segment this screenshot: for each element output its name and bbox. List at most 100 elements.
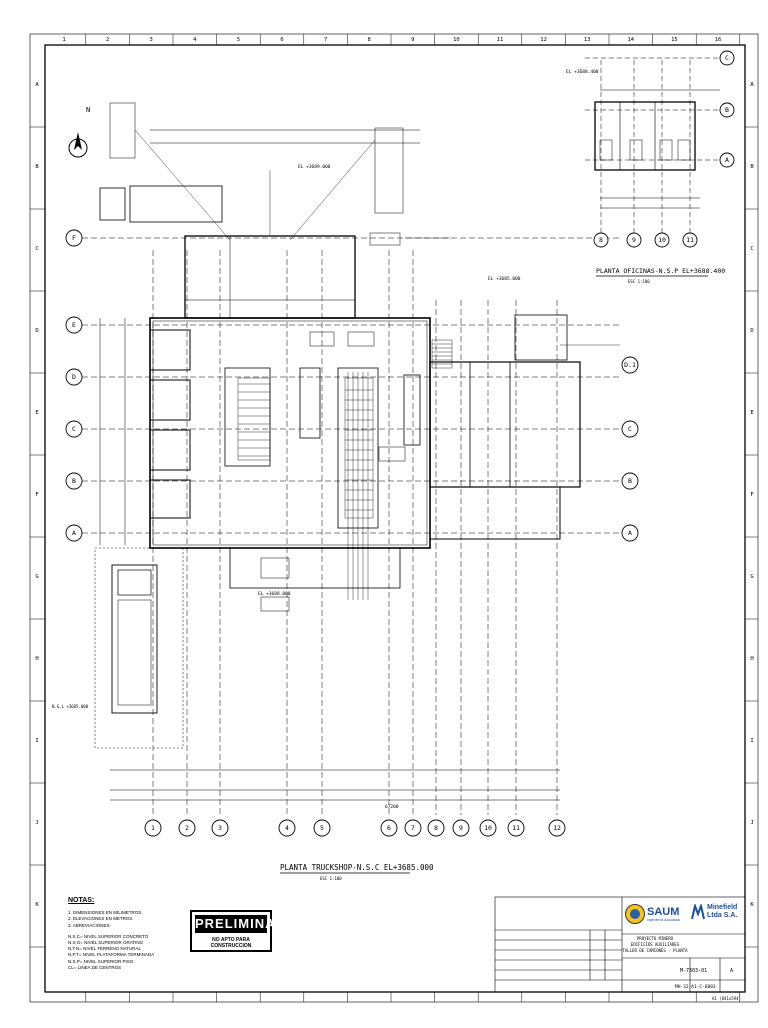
row-label: H [750, 656, 753, 662]
svg-text:C: C [628, 425, 632, 433]
column-label: 12 [540, 37, 547, 43]
svg-text:D.1: D.1 [624, 361, 636, 369]
row-label: D [35, 328, 38, 334]
svg-text:11: 11 [686, 236, 694, 244]
tb-revision: A [730, 968, 733, 974]
tb-subject-2: TALLER DE CAMIONES - PLANTA [622, 948, 688, 953]
grid-bubble-A: A [65, 524, 83, 542]
svg-text:10: 10 [658, 236, 666, 244]
grid-bubble-F: F [65, 229, 83, 247]
column-label: 15 [671, 37, 678, 43]
svg-text:10: 10 [484, 824, 492, 832]
column-label: 6 [280, 37, 283, 43]
tb-subject-1: EDIFICIOS AUXILIARES [631, 942, 680, 947]
column-label: 2 [106, 37, 109, 43]
saum-logo-icon [625, 904, 645, 924]
svg-text:B: B [72, 477, 76, 485]
grid-bubble-7: 7 [404, 819, 422, 837]
svg-text:8: 8 [599, 236, 603, 244]
row-label: E [750, 410, 753, 416]
svg-text:B: B [628, 477, 632, 485]
row-label: A [750, 82, 754, 88]
svg-text:7: 7 [411, 824, 415, 832]
office-bubble-right-A: A [719, 152, 735, 168]
svg-text:6: 6 [387, 824, 391, 832]
office-bubble-10: 10 [654, 232, 670, 248]
grid-bubble-2: 2 [178, 819, 196, 837]
ngl-level-label: N.G.L +3685.000 [52, 704, 89, 709]
column-label: 14 [627, 37, 634, 43]
row-label: B [750, 164, 754, 170]
main-plan-title: PLANTA TRUCKSHOP-N.S.C EL+3685.000 [280, 863, 434, 872]
svg-text:5: 5 [320, 824, 324, 832]
note-line: 2. ELEVACIONES EN METROS. [68, 916, 134, 922]
office-plan-scale: ESC 1:100 [628, 279, 650, 284]
column-label: 7 [324, 37, 327, 43]
grid-bubble-right-D.1: D.1 [621, 356, 639, 374]
row-label: D [750, 328, 753, 334]
saum-name: SAUM [647, 906, 680, 918]
grid-bubble-B: B [65, 472, 83, 490]
note-line: N.P.T= NIVEL PLATAFORMA TERMINADA [68, 952, 155, 958]
grid-bubble-right-A: A [621, 524, 639, 542]
column-label: 13 [584, 37, 591, 43]
column-label: 11 [497, 37, 504, 43]
truck-bays [237, 372, 374, 600]
row-label: F [750, 492, 753, 498]
svg-text:11: 11 [512, 824, 520, 832]
svg-text:2: 2 [185, 824, 189, 832]
svg-text:N: N [86, 106, 90, 114]
grid-bubble-3: 3 [211, 819, 229, 837]
grid-bubble-1: 1 [144, 819, 162, 837]
tag-callouts [109, 102, 406, 612]
column-label: 3 [150, 37, 153, 43]
svg-text:8: 8 [434, 824, 438, 832]
svg-text:A: A [725, 156, 729, 164]
svg-text:1: 1 [151, 824, 155, 832]
svg-text:D: D [72, 373, 76, 381]
column-label: 9 [411, 37, 414, 43]
column-label: 10 [453, 37, 460, 43]
tb-project: PROYECTO MINERO [637, 936, 674, 941]
grid-bubble-11: 11 [507, 819, 525, 837]
grid-bubble-8: 8 [427, 819, 445, 837]
north-arrow-icon: N [68, 106, 90, 158]
leader-lines [134, 129, 620, 346]
title-block [494, 896, 746, 993]
note-line: N.S.G= NIVEL SUPERIOR GRATING [68, 940, 144, 946]
grid-bubble-4: 4 [278, 819, 296, 837]
tb-footer-note: A1 (841x594) [712, 996, 741, 1001]
notes-heading: NOTAS: [68, 897, 95, 904]
note-line: N.S.P= NIVEL SUPERIOR PISO [68, 958, 134, 964]
office-plan [585, 57, 720, 240]
note-line: N.T.N= NIVEL TERRENO NATURAL [68, 946, 142, 952]
grid-bubble-12: 12 [548, 819, 566, 837]
dimension-lines [99, 89, 720, 801]
grid-bubble-right-B: B [621, 472, 639, 490]
saum-subtitle: Ingenieros Asociados [647, 918, 681, 922]
minefield-name-1: Minefield [707, 904, 738, 911]
note-line: CL= LINEA DE CENTROS [68, 964, 122, 970]
tb-drawing-number: M-7303-01 [680, 968, 707, 974]
grid-bubble-9: 9 [452, 819, 470, 837]
grid-bubble-6: 6 [380, 819, 398, 837]
svg-text:C: C [725, 54, 729, 62]
minefield-logo: Minefield Ltda S.A. [691, 902, 746, 928]
row-label: G [35, 574, 38, 580]
row-label: K [35, 902, 39, 908]
office-plan-title: PLANTA OFICINAS-N.S.P EL+3688.400 [596, 267, 725, 275]
row-label: J [35, 820, 38, 826]
row-label: C [35, 246, 38, 252]
company-logos: SAUM Ingenieros Asociados Minefield Ltda… [625, 900, 746, 931]
row-label: A [35, 82, 39, 88]
grid-bubble-5: 5 [313, 819, 331, 837]
svg-text:A: A [628, 529, 632, 537]
preliminar-stamp: PRELIMINAR NO APTO PARA CONSTRUCCION [190, 910, 285, 952]
office-bubble-8: 8 [593, 232, 609, 248]
row-label: E [35, 410, 38, 416]
tb-sheet-code: MH-32-A1-C-6003 [675, 984, 716, 990]
column-label: 5 [237, 37, 240, 43]
